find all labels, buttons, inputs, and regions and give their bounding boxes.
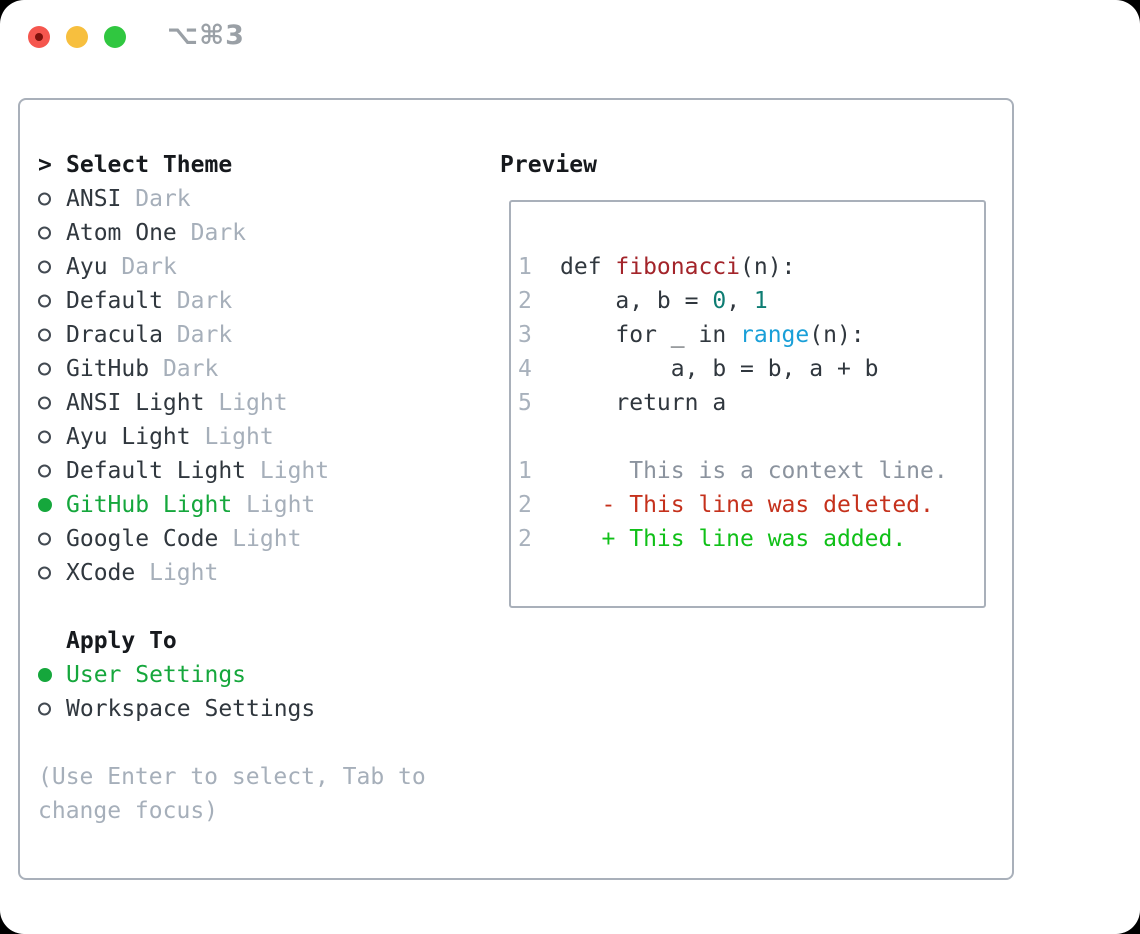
titlebar: ⌥⌘3	[0, 0, 1140, 72]
theme-option-ansi-light[interactable]: ANSI Light Light	[38, 386, 426, 420]
apply-option-workspace-settings[interactable]: Workspace Settings	[38, 692, 426, 726]
apply-option-user-settings[interactable]: User Settings	[38, 658, 426, 692]
radio-unselected-icon	[38, 318, 66, 352]
focus-pointer-icon: >	[38, 152, 52, 178]
theme-list: > Select Theme ANSI Dark Atom One Dark Ay…	[38, 148, 426, 828]
theme-variant-badge: Light	[204, 424, 274, 450]
radio-unselected-icon	[38, 420, 66, 454]
theme-variant-badge: Light	[246, 492, 316, 518]
line-number: 1	[518, 458, 532, 484]
code-line: 5 return a	[518, 386, 984, 420]
theme-list-header: > Select Theme	[38, 148, 426, 182]
line-number: 5	[518, 390, 532, 416]
theme-option-default-dark[interactable]: Default Dark	[38, 284, 426, 318]
minimize-button-icon[interactable]	[66, 26, 88, 48]
theme-variant-badge: Dark	[121, 254, 177, 280]
theme-option-ansi-dark[interactable]: ANSI Dark	[38, 182, 426, 216]
preview-title: Preview	[500, 152, 597, 178]
help-hint-line-2: change focus)	[38, 798, 219, 824]
theme-option-ayu-dark[interactable]: Ayu Dark	[38, 250, 426, 284]
theme-option-ayu-light[interactable]: Ayu Light Light	[38, 420, 426, 454]
line-number: 2	[518, 526, 532, 552]
window-title: ⌥⌘3	[167, 20, 245, 51]
diff-deleted-line: 2 - This line was deleted.	[518, 488, 984, 522]
radio-unselected-icon	[38, 556, 66, 590]
code-line: 2 a, b = 0, 1	[518, 284, 984, 318]
diff-added-line: 2 + This line was added.	[518, 522, 984, 556]
theme-variant-badge: Dark	[162, 356, 219, 382]
line-number: 2	[518, 492, 532, 518]
theme-option-atom-one-dark[interactable]: Atom One Dark	[38, 216, 426, 250]
theme-variant-badge: Light	[149, 560, 219, 586]
blank-line	[518, 420, 984, 454]
theme-variant-badge: Dark	[176, 288, 233, 314]
theme-variant-badge: Light	[259, 458, 330, 484]
theme-variant-badge: Light	[232, 526, 302, 552]
theme-list-title: Select Theme	[66, 152, 233, 178]
zoom-button-icon[interactable]	[104, 26, 126, 48]
code-line: 4 a, b = b, a + b	[518, 352, 984, 386]
theme-option-github-light-selected[interactable]: GitHub Light Light	[38, 488, 426, 522]
radio-unselected-icon	[38, 284, 66, 318]
traffic-lights	[28, 26, 126, 48]
theme-option-dracula-dark[interactable]: Dracula Dark	[38, 318, 426, 352]
help-hint-line-1: (Use Enter to select, Tab to	[38, 764, 426, 790]
theme-picker-panel: > Select Theme ANSI Dark Atom One Dark Ay…	[18, 98, 1014, 880]
close-button-icon[interactable]	[28, 26, 50, 48]
theme-variant-badge: Dark	[176, 322, 233, 348]
theme-variant-badge: Dark	[190, 220, 247, 246]
theme-variant-badge: Light	[218, 390, 288, 416]
radio-unselected-icon	[38, 522, 66, 556]
theme-option-default-light[interactable]: Default Light Light	[38, 454, 426, 488]
line-number: 3	[518, 322, 532, 348]
radio-unselected-icon	[38, 250, 66, 284]
theme-variant-badge: Dark	[135, 186, 191, 212]
radio-unselected-icon	[38, 454, 66, 488]
theme-option-xcode-light[interactable]: XCode Light	[38, 556, 426, 590]
line-number: 1	[518, 254, 532, 280]
radio-unselected-icon	[38, 216, 66, 250]
line-number: 2	[518, 288, 532, 314]
diff-context-line: 1 This is a context line.	[518, 454, 984, 488]
number-token: 0	[712, 288, 727, 314]
function-name-token: fibonacci	[615, 254, 741, 280]
number-token: 1	[753, 288, 768, 314]
theme-option-github-dark[interactable]: GitHub Dark	[38, 352, 426, 386]
apply-to-header: Apply To	[66, 628, 177, 654]
builtin-token: range	[740, 322, 810, 348]
theme-option-google-code-light[interactable]: Google Code Light	[38, 522, 426, 556]
radio-unselected-icon	[38, 386, 66, 420]
line-number: 4	[518, 356, 532, 382]
radio-selected-icon	[38, 488, 66, 522]
radio-unselected-icon	[38, 352, 66, 386]
radio-unselected-icon	[38, 692, 66, 726]
code-line: 3 for _ in range(n):	[518, 318, 984, 352]
radio-unselected-icon	[38, 182, 66, 216]
radio-selected-icon	[38, 658, 66, 692]
